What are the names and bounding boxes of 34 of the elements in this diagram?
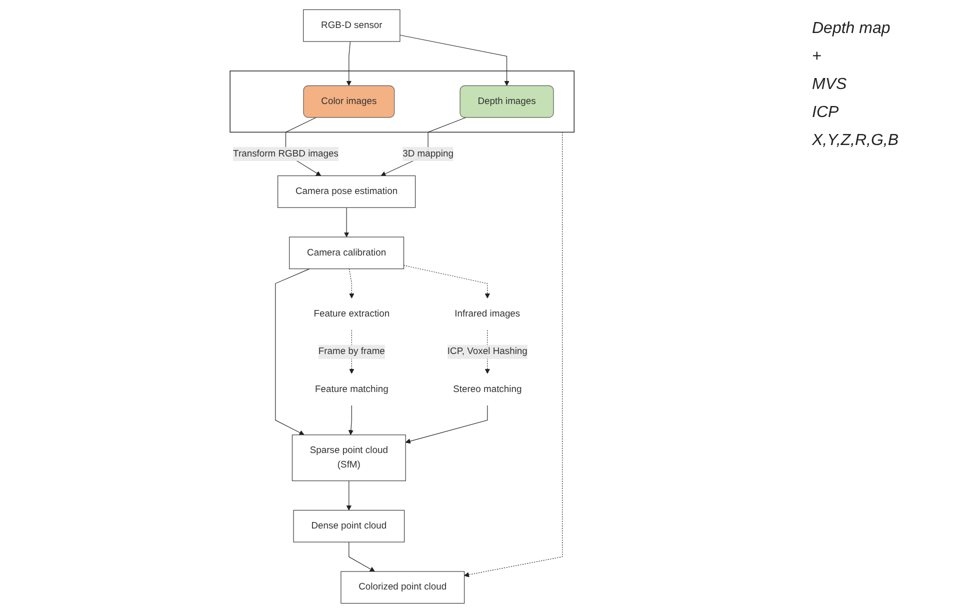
arrow — [348, 268, 354, 298]
node-box: Depth images — [460, 85, 554, 118]
arrow — [275, 268, 310, 436]
arrow — [403, 265, 490, 298]
note-label: ICP — [812, 104, 840, 122]
edge-label: Transform RGBD images — [232, 148, 338, 159]
note-label: MVS — [812, 76, 848, 94]
node-box: Sparse point cloud (SfM) — [292, 434, 406, 482]
arrow — [380, 117, 466, 176]
arrow — [348, 405, 354, 436]
node-text: Infrared images — [454, 308, 520, 319]
node-box: Camera pose estimation — [277, 175, 416, 208]
note-label: X,Y,Z,R,G,B — [812, 132, 900, 150]
arrow — [400, 34, 510, 86]
node-box: Dense point cloud — [293, 510, 404, 542]
note-label: Depth map — [812, 20, 892, 38]
arrow — [464, 132, 563, 578]
arrow — [405, 405, 488, 444]
arrow — [344, 207, 350, 238]
edge-label: ICP, Voxel Hashing — [447, 346, 528, 357]
note-label: + — [812, 48, 822, 66]
node-text: Stereo matching — [452, 384, 522, 394]
node-box: RGB-D sensor — [302, 9, 400, 42]
node-box: Camera calibration — [288, 236, 404, 270]
edge-label: 3D mapping — [402, 148, 454, 159]
node-box: Colorized point cloud — [340, 571, 464, 604]
arrow — [346, 480, 352, 510]
node-box: Color images — [303, 85, 395, 118]
arrow — [348, 542, 375, 572]
node-text: Feature extraction — [314, 308, 390, 319]
cluster — [230, 70, 574, 133]
node-text: Feature matching — [314, 384, 388, 394]
arrow — [346, 41, 352, 86]
edge-label: Frame by frame — [318, 346, 385, 357]
